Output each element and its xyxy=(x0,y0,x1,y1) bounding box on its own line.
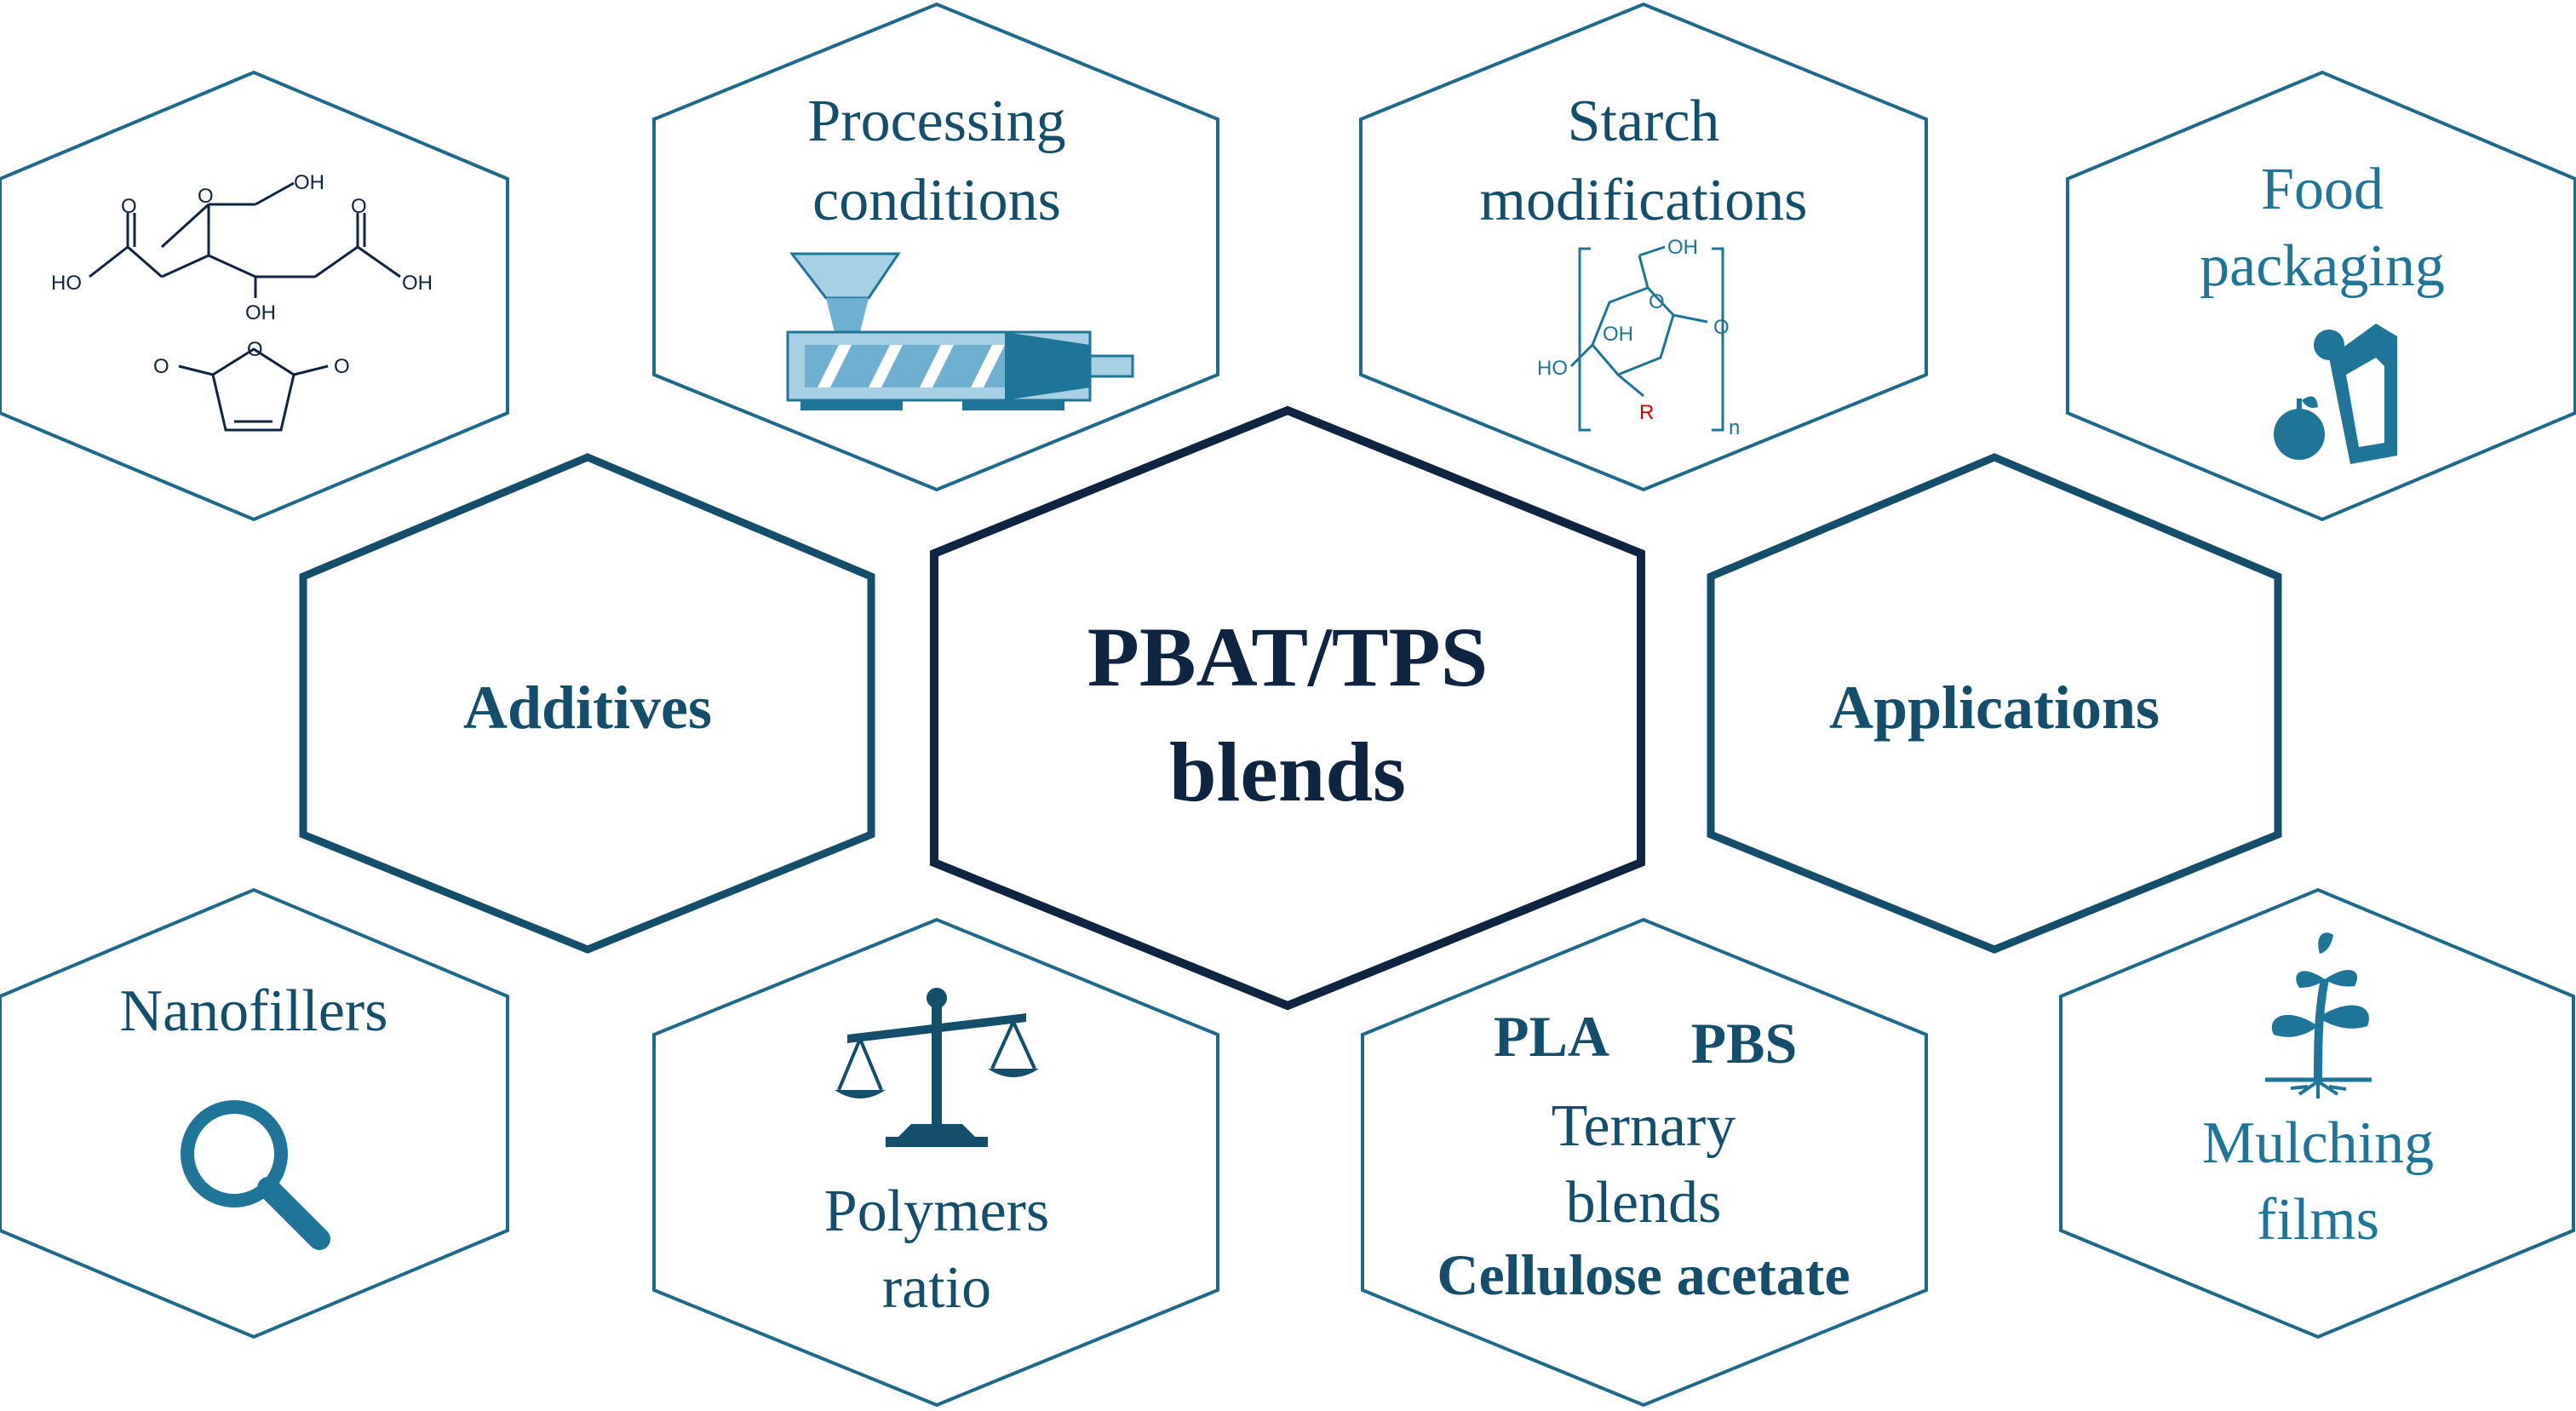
hex-processing-conditions xyxy=(652,2,1219,492)
starch-o-ring: O xyxy=(1649,290,1665,313)
starch-ho-left: HO xyxy=(1537,357,1568,380)
hex-nanofillers xyxy=(0,887,509,1339)
starch-o-link: O xyxy=(1713,316,1730,339)
magnifier-icon xyxy=(181,1100,330,1250)
starch-n-subscript: n xyxy=(1729,416,1740,439)
maleic-o-left: O xyxy=(153,355,169,378)
citric-oh-mid: OH xyxy=(245,301,276,324)
ternary-line1: Ternary xyxy=(1552,1093,1736,1159)
starch-oh-mid: OH xyxy=(1603,323,1633,346)
starch-line1: Starch xyxy=(1568,89,1720,154)
ternary-pla: PLA xyxy=(1494,1004,1609,1069)
citric-ho-left: HO xyxy=(51,272,82,295)
citric-o2: O xyxy=(121,195,137,218)
polymers-line1: Polymers xyxy=(824,1179,1049,1244)
processing-line2: conditions xyxy=(812,168,1061,233)
mulching-line1: Mulching xyxy=(2202,1110,2434,1176)
food-bag-apple-icon xyxy=(2274,324,2397,464)
nanofillers-label: Nanofillers xyxy=(120,978,388,1044)
citric-oh-top: OH xyxy=(294,171,324,194)
starch-line2: modifications xyxy=(1480,168,1808,233)
food-line2: packaging xyxy=(2200,233,2445,299)
ternary-cellulose-acetate: Cellulose acetate xyxy=(1437,1242,1850,1307)
hex-additive-chemicals xyxy=(0,70,509,522)
hex-additives xyxy=(299,453,875,954)
starch-r-group: R xyxy=(1639,401,1654,424)
citric-oh-right: OH xyxy=(402,272,433,295)
hex-ternary-blends xyxy=(1361,917,1928,1408)
hex-polymers-ratio xyxy=(652,917,1219,1408)
maleic-anhydride-structure-icon xyxy=(178,347,329,432)
hub-additives-label: Additives xyxy=(463,674,712,742)
polymers-line2: ratio xyxy=(882,1255,991,1321)
processing-line1: Processing xyxy=(807,89,1065,154)
core-title-line1: PBAT/TPS xyxy=(1087,610,1488,704)
mulching-line2: films xyxy=(2257,1187,2379,1253)
hex-food-packaging xyxy=(2066,70,2576,522)
ternary-line2: blends xyxy=(1566,1170,1722,1236)
citric-o1: O xyxy=(198,185,214,208)
seedling-icon xyxy=(2265,932,2372,1098)
citric-acid-structure-icon xyxy=(89,181,401,298)
maleic-o-right: O xyxy=(334,355,350,378)
extruder-icon xyxy=(786,252,1134,410)
maleic-o-ring: O xyxy=(247,338,263,361)
hex-mulching-films xyxy=(2059,887,2575,1339)
core-title-line2: blends xyxy=(1169,725,1406,819)
ternary-pbs: PBS xyxy=(1691,1011,1798,1075)
balance-scale-icon xyxy=(835,988,1039,1147)
hub-applications-label: Applications xyxy=(1829,674,2160,742)
hex-core-pbat-tps xyxy=(930,405,1645,1011)
starch-monomer-icon xyxy=(1569,245,1724,432)
food-line1: Food xyxy=(2261,157,2384,222)
hex-applications xyxy=(1707,453,2282,954)
citric-o3: O xyxy=(351,195,367,218)
hex-starch-modifications xyxy=(1359,2,1928,492)
starch-oh-top: OH xyxy=(1667,236,1698,259)
